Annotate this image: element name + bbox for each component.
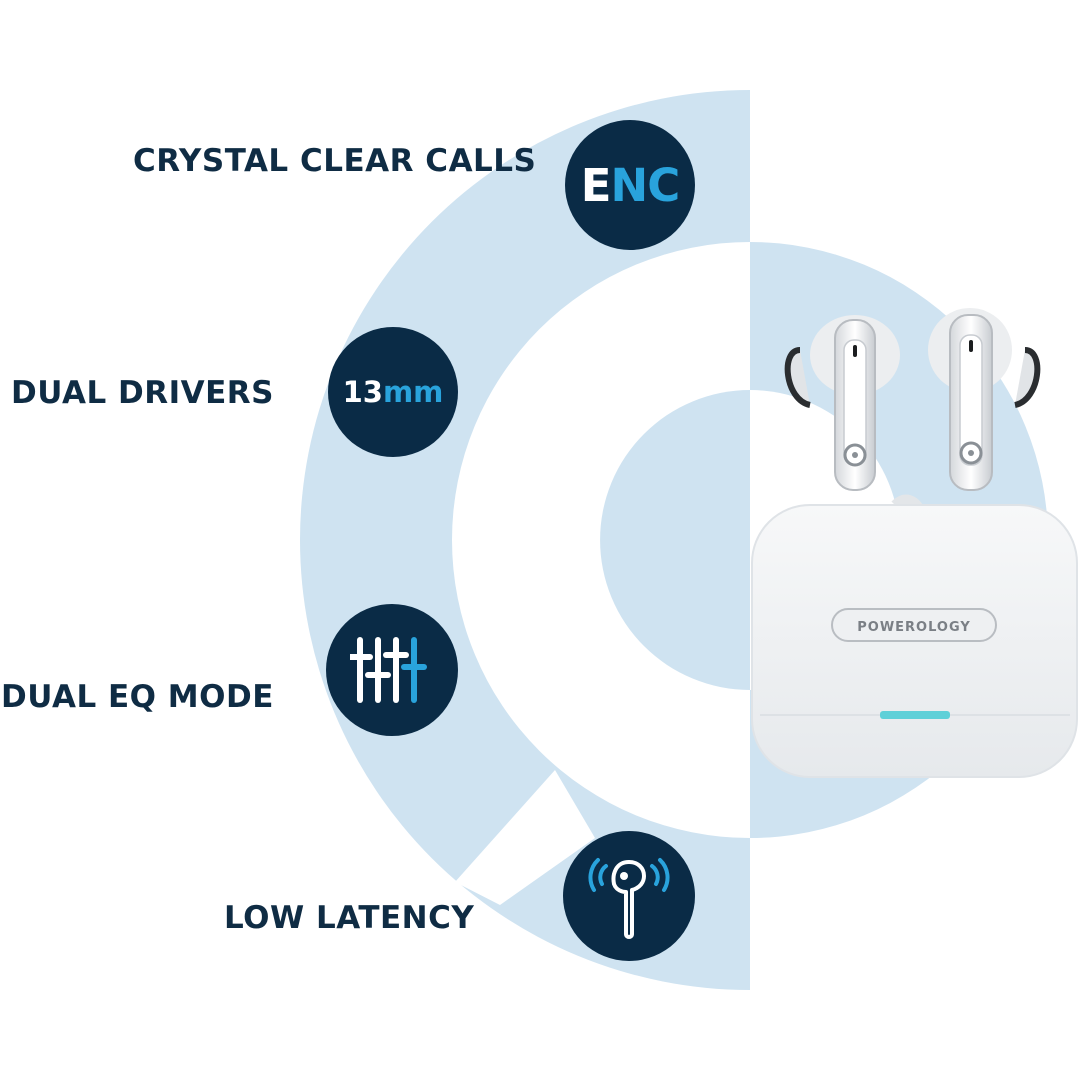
right-earbud (928, 308, 1041, 491)
earbud-signal-badge (563, 831, 695, 961)
feature-label-crystal-clear-calls: CRYSTAL CLEAR CALLS (133, 143, 537, 179)
enc-badge-accent-text: NC (610, 158, 681, 212)
feature-label-low-latency: LOW LATENCY (224, 900, 475, 936)
driver-size-unit: mm (382, 375, 444, 409)
feature-label-dual-eq-mode: DUAL EQ MODE (1, 679, 274, 715)
charging-case: POWEROLOGY (751, 494, 1078, 778)
feature-label-dual-drivers: DUAL DRIVERS (11, 375, 274, 411)
equalizer-sliders-icon (350, 637, 427, 703)
earbud-signal-icon (588, 858, 670, 939)
brand-logo-text: POWEROLOGY (857, 620, 971, 635)
enc-badge-main-text: E (580, 158, 612, 212)
earbuds-charging-case-image: POWEROLOGY (751, 308, 1078, 778)
driver-size-number: 13 (342, 375, 383, 409)
left-earbud (784, 315, 900, 491)
equalizer-sliders-badge (326, 604, 458, 736)
